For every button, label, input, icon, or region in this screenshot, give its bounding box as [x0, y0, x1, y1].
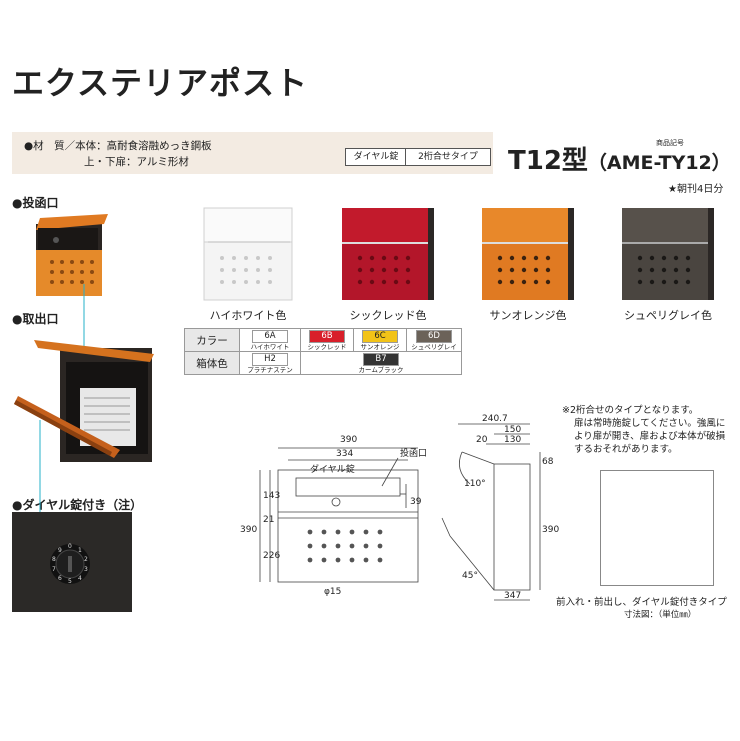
section-slot: ●投函口	[12, 196, 59, 210]
model-name: T12型	[508, 146, 588, 176]
color-cell-6c: 6C サンオレンジ	[353, 328, 407, 352]
svg-text:3: 3	[84, 566, 88, 573]
svg-text:5: 5	[68, 578, 72, 585]
newspaper-capacity: ★朝刊4日分	[668, 184, 724, 195]
code-label: 商品記号	[656, 139, 684, 147]
swatch-b7: B7	[363, 353, 399, 366]
color-name-white: ハイホワイト色	[209, 309, 287, 322]
color-name-grey: シュペリグレイ色	[624, 309, 712, 322]
product-red	[342, 208, 434, 300]
swatch-6a-name: ハイホワイト	[250, 343, 290, 351]
svg-text:4: 4	[78, 575, 82, 582]
dim-front-gap: 21	[263, 515, 274, 525]
dim-side-height: 390	[542, 525, 559, 535]
svg-text:8: 8	[52, 556, 56, 563]
dim-side-150: 150	[504, 425, 521, 435]
box-cell-h2: H2 プラチナステン	[239, 351, 301, 375]
model-heading: T12型（AME-TY12）	[508, 140, 731, 177]
dial-photo: 012 345 67 89	[12, 512, 132, 612]
swatch-6c: 6C	[362, 330, 398, 343]
dim-angle-45: 45°	[462, 571, 478, 581]
slot-photo	[36, 214, 108, 300]
swatch-b7-name: カームブラック	[358, 366, 404, 374]
model-code: （AME-TY12）	[587, 152, 731, 174]
note-line-3: より扉が開き、扉および本体が破損	[574, 431, 726, 442]
lock-tag: ダイヤル錠	[345, 148, 407, 166]
dim-front-inner-width: 334	[336, 449, 353, 459]
dim-front-upper: 143	[263, 491, 280, 501]
svg-text:7: 7	[52, 566, 56, 573]
front-dimension-drawing: 390 334 投函口 ダイヤル錠 390 143 21 226 39 φ15	[240, 435, 427, 597]
spec-material: ●材 質／本体：高耐食溶融めっき鋼板	[24, 140, 212, 152]
swatch-6b-name: シックレッド	[307, 343, 347, 351]
swatch-h2-name: プラチナステン	[247, 366, 293, 374]
type-tag: 2桁合せタイプ	[405, 148, 491, 166]
box-row-label: 箱体色	[184, 351, 240, 375]
note-line-2: 扉は常時施錠してください。強風に	[574, 418, 726, 429]
dim-front-39: 39	[410, 497, 422, 507]
table-row: 箱体色 H2 プラチナステン B7 カームブラック	[184, 351, 462, 375]
dim-side-68: 68	[542, 457, 554, 467]
product-grey	[622, 208, 714, 300]
color-cell-6a: 6A ハイホワイト	[239, 328, 301, 352]
table-row: カラー 6A ハイホワイト 6B シックレッド 6C サンオレンジ 6D シュペ…	[184, 328, 462, 352]
swatch-6d: 6D	[416, 330, 452, 343]
swatch-6d-name: シュペリグレイ	[411, 343, 457, 351]
section-takeout: ●取出口	[12, 312, 59, 326]
color-cell-6b: 6B シックレッド	[300, 328, 354, 352]
svg-text:9: 9	[58, 547, 62, 554]
page-title: エクステリアポスト	[12, 64, 309, 102]
svg-text:1: 1	[78, 547, 82, 554]
drawing-caption: 前入れ・前出し、ダイヤル錠付きタイプ	[556, 597, 727, 608]
color-cell-6d: 6D シュペリグレイ	[406, 328, 462, 352]
takeout-photo	[14, 340, 154, 462]
color-name-orange: サンオレンジ色	[489, 309, 567, 322]
slot-callout: 投函口	[400, 447, 427, 459]
dim-angle-110: 110°	[464, 479, 486, 489]
color-row-label: カラー	[184, 328, 240, 352]
box-cell-b7: B7 カームブラック	[300, 351, 462, 375]
dim-front-lower: 226	[263, 551, 280, 561]
dim-front-width: 390	[340, 435, 357, 445]
swatch-6b: 6B	[309, 330, 345, 343]
dim-hole: φ15	[324, 587, 341, 597]
svg-text:0: 0	[68, 543, 72, 550]
svg-text:2: 2	[84, 556, 88, 563]
svg-text:6: 6	[58, 575, 62, 582]
dial-callout: ダイヤル錠	[310, 463, 355, 475]
dim-side-depth: 347	[504, 591, 521, 601]
note-line-1: ※2桁合せのタイプとなります。	[562, 405, 699, 416]
section-dial: ●ダイヤル錠付き（注）	[12, 498, 143, 512]
swatch-6a: 6A	[252, 330, 288, 343]
color-table: カラー 6A ハイホワイト 6B シックレッド 6C サンオレンジ 6D シュペ…	[184, 328, 462, 375]
dim-side-20: 20	[476, 435, 488, 445]
spec-door: 上・下扉：アルミ形材	[84, 156, 189, 168]
side-dimension-drawing: 240.7 150 20 130 68 110° 45° 390 347	[441, 414, 559, 601]
dim-side-130: 130	[504, 435, 521, 445]
dim-side-2407: 240.7	[482, 414, 508, 424]
product-orange	[482, 208, 574, 300]
note-line-4: するおそれがあります。	[574, 444, 678, 455]
color-name-red: シックレッド色	[349, 309, 427, 322]
blank-frame	[600, 470, 714, 586]
dim-front-height: 390	[240, 525, 257, 535]
unit-label: 寸法図：（単位㎜）	[624, 610, 697, 620]
product-white	[203, 207, 293, 301]
swatch-6c-name: サンオレンジ	[360, 343, 400, 351]
swatch-h2: H2	[252, 353, 288, 366]
